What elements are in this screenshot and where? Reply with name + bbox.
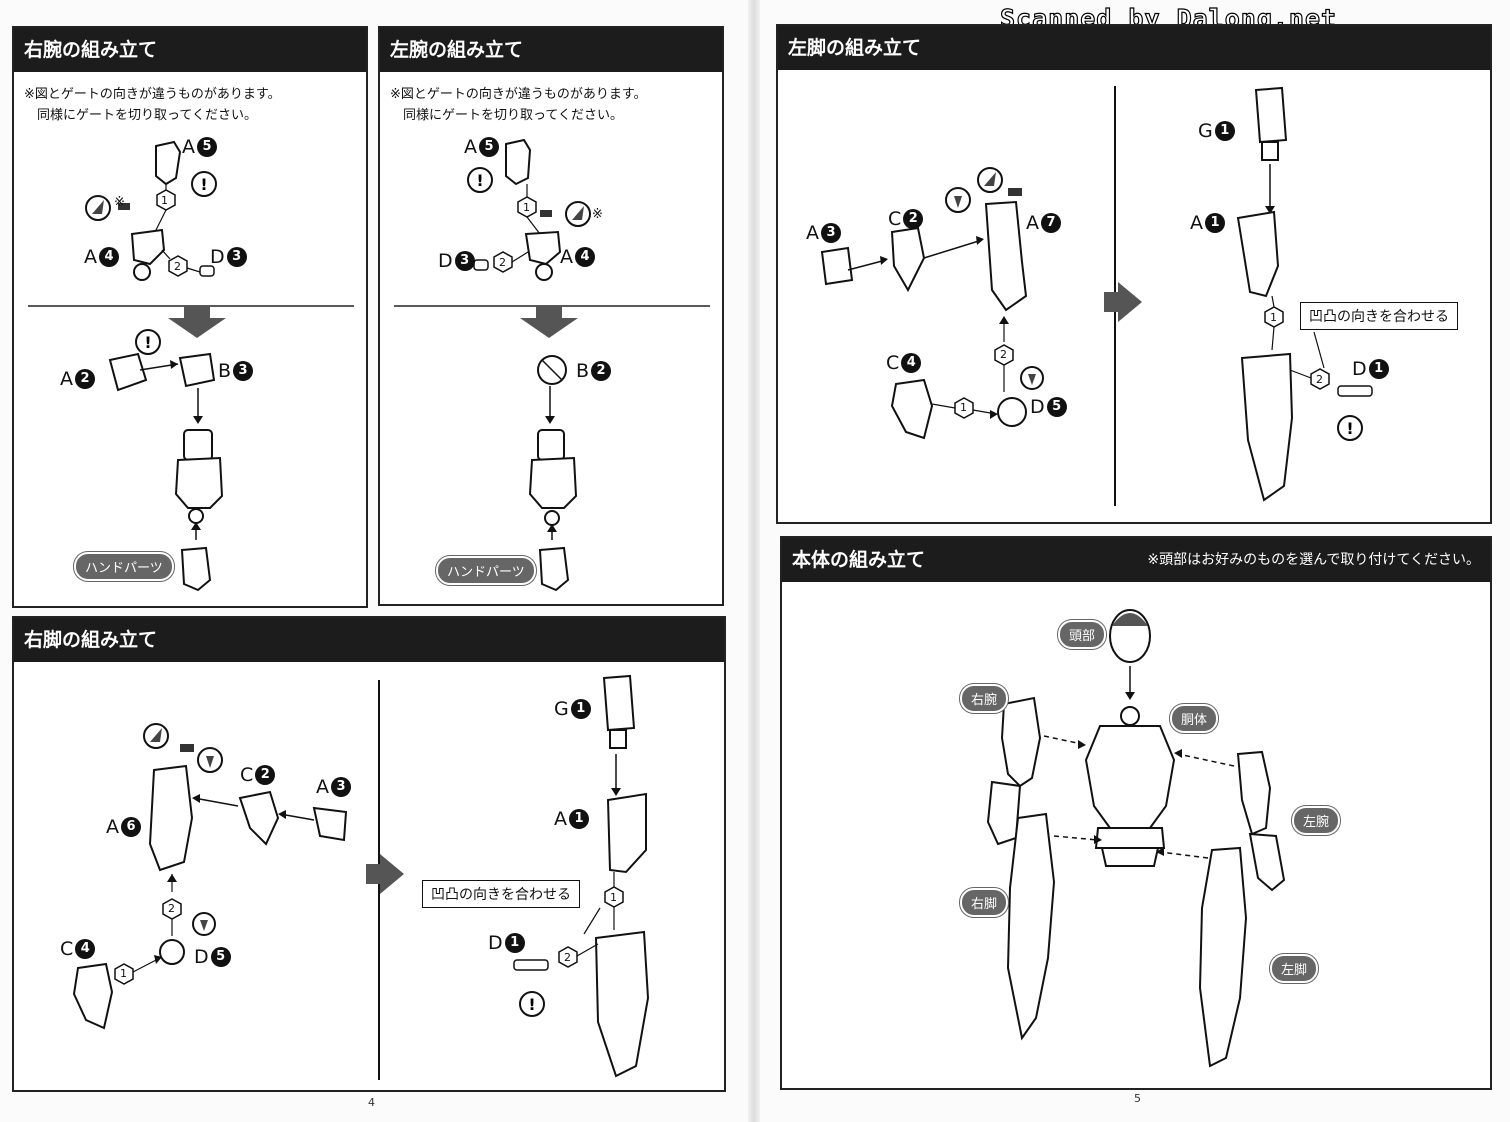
part-label-left-arm: 左腕 xyxy=(1292,806,1341,835)
left-arm-title: 左腕の組み立て xyxy=(380,28,722,72)
page-number-right: 5 xyxy=(1134,1092,1141,1105)
right-leg-upper-diagram xyxy=(72,723,348,1030)
right-leg-alignment-callout: 凹凸の向きを合わせる xyxy=(422,880,580,908)
left-arm-step-2: 2 xyxy=(499,256,506,269)
body-assembly-diagram xyxy=(986,609,1286,1068)
svg-text:!: ! xyxy=(200,175,207,194)
right-arm-note: ※図とゲートの向きが違うものがあります。 同様にゲートを切り取ってください。 xyxy=(24,87,281,123)
svg-text:!: ! xyxy=(528,995,535,1014)
left-leg-alignment-callout: 凹凸の向きを合わせる xyxy=(1300,302,1458,330)
left-arm-upper-diagram: ! xyxy=(394,138,710,338)
part-label-right-leg: 右脚 xyxy=(960,888,1009,917)
svg-text:!: ! xyxy=(476,171,483,190)
body-assembly-title: 本体の組み立て ※頭部はお好みのものを選んで取り付けてください。 xyxy=(782,538,1490,582)
left-leg-lower-step-1: 1 xyxy=(1270,311,1277,324)
right-arm-lower-diagram: ! xyxy=(108,329,224,592)
right-arm-step-2: 2 xyxy=(174,260,181,273)
right-leg-title: 右脚の組み立て xyxy=(14,618,724,662)
right-arm-title: 右腕の組み立て xyxy=(14,28,366,72)
left-arm-lower-diagram xyxy=(528,355,578,592)
left-arm-note: ※図とゲートの向きが違うものがあります。 同様にゲートを切り取ってください。 xyxy=(390,87,647,123)
right-leg-step-1: 1 xyxy=(120,967,127,980)
left-leg-step-2: 2 xyxy=(1000,348,1007,361)
book-gutter xyxy=(748,0,760,1122)
right-arm-upper-diagram: ! xyxy=(28,140,354,338)
right-arm-asterisk: ※ xyxy=(114,195,125,210)
right-leg-next-arrow xyxy=(366,854,404,894)
part-label-right-arm: 右腕 xyxy=(960,684,1009,713)
left-leg-lower-diagram: ! xyxy=(1236,86,1373,502)
right-leg-step-2: 2 xyxy=(168,902,175,915)
right-leg-lower-diagram: ! xyxy=(513,674,650,1078)
part-label-left-leg: 左脚 xyxy=(1270,954,1319,983)
right-leg-lower-step-1: 1 xyxy=(610,891,617,904)
part-label-head: 頭部 xyxy=(1058,620,1107,649)
svg-text:!: ! xyxy=(1346,419,1353,438)
body-assembly-title-text: 本体の組み立て xyxy=(792,549,926,571)
part-label-torso: 胴体 xyxy=(1170,704,1219,733)
right-arm-hand-parts-label: ハンドパーツ xyxy=(74,552,174,581)
body-assembly-panel: 本体の組み立て ※頭部はお好みのものを選んで取り付けてください。 頭部 胴体 xyxy=(780,536,1492,1090)
left-leg-lower-step-2: 2 xyxy=(1316,373,1323,386)
left-leg-step-1: 1 xyxy=(960,401,967,414)
left-leg-upper-diagram xyxy=(820,167,1044,440)
left-leg-title: 左脚の組み立て xyxy=(778,26,1490,70)
right-arm-step-1: 1 xyxy=(161,194,168,207)
right-leg-lower-step-2: 2 xyxy=(564,951,571,964)
left-arm-panel: 左腕の組み立て ※図とゲートの向きが違うものがあります。 同様にゲートを切り取っ… xyxy=(378,26,724,606)
body-assembly-note: ※頭部はお好みのものを選んで取り付けてください。 xyxy=(1147,552,1480,568)
right-arm-panel: 右腕の組み立て ※図とゲートの向きが違うものがあります。 同様にゲートを切り取っ… xyxy=(12,26,368,608)
page-number-left: 4 xyxy=(368,1096,375,1109)
svg-text:!: ! xyxy=(144,333,151,352)
left-arm-asterisk: ※ xyxy=(592,207,603,222)
left-leg-next-arrow xyxy=(1104,282,1142,322)
left-arm-hand-parts-label: ハンドパーツ xyxy=(436,556,536,585)
left-arm-step-1: 1 xyxy=(523,201,530,214)
